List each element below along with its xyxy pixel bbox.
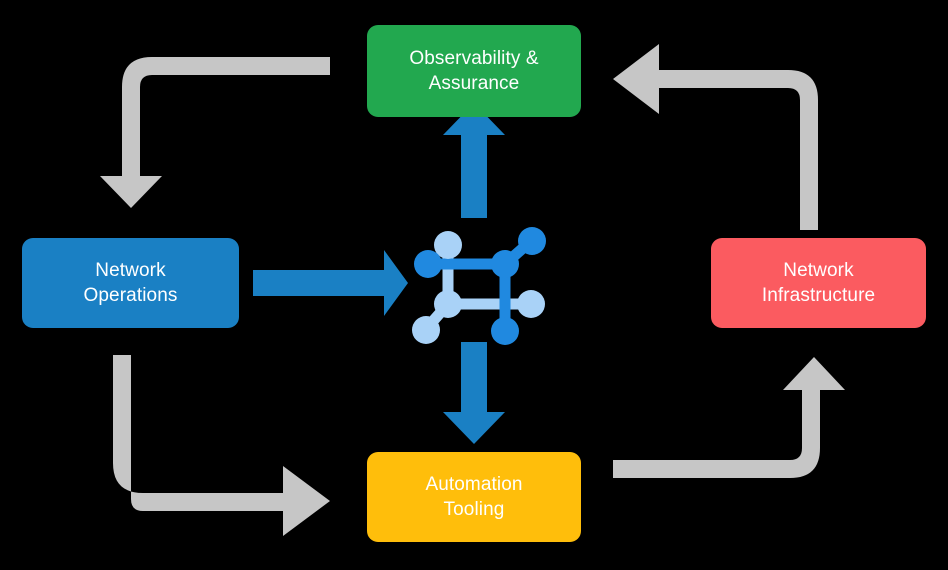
- node-network-operations[interactable]: Network Operations: [22, 238, 239, 328]
- connector-observability-to-operations: [100, 57, 330, 208]
- connector-center-to-observability: [443, 103, 505, 218]
- node-automation-tooling[interactable]: Automation Tooling: [367, 452, 581, 542]
- connector-automation-to-infrastructure: [613, 357, 845, 478]
- network-mesh-light-nodes: [412, 231, 545, 344]
- node-observability-assurance[interactable]: Observability & Assurance: [367, 25, 581, 117]
- connector-operations-to-center: [253, 250, 408, 316]
- network-mesh-dark-nodes: [414, 227, 546, 345]
- connector-operations-to-automation: [113, 355, 330, 536]
- network-mesh-icon: [412, 227, 546, 345]
- connector-infrastructure-to-observability: [613, 44, 818, 230]
- node-network-infrastructure[interactable]: Network Infrastructure: [711, 238, 926, 328]
- connector-center-to-automation: [443, 342, 505, 444]
